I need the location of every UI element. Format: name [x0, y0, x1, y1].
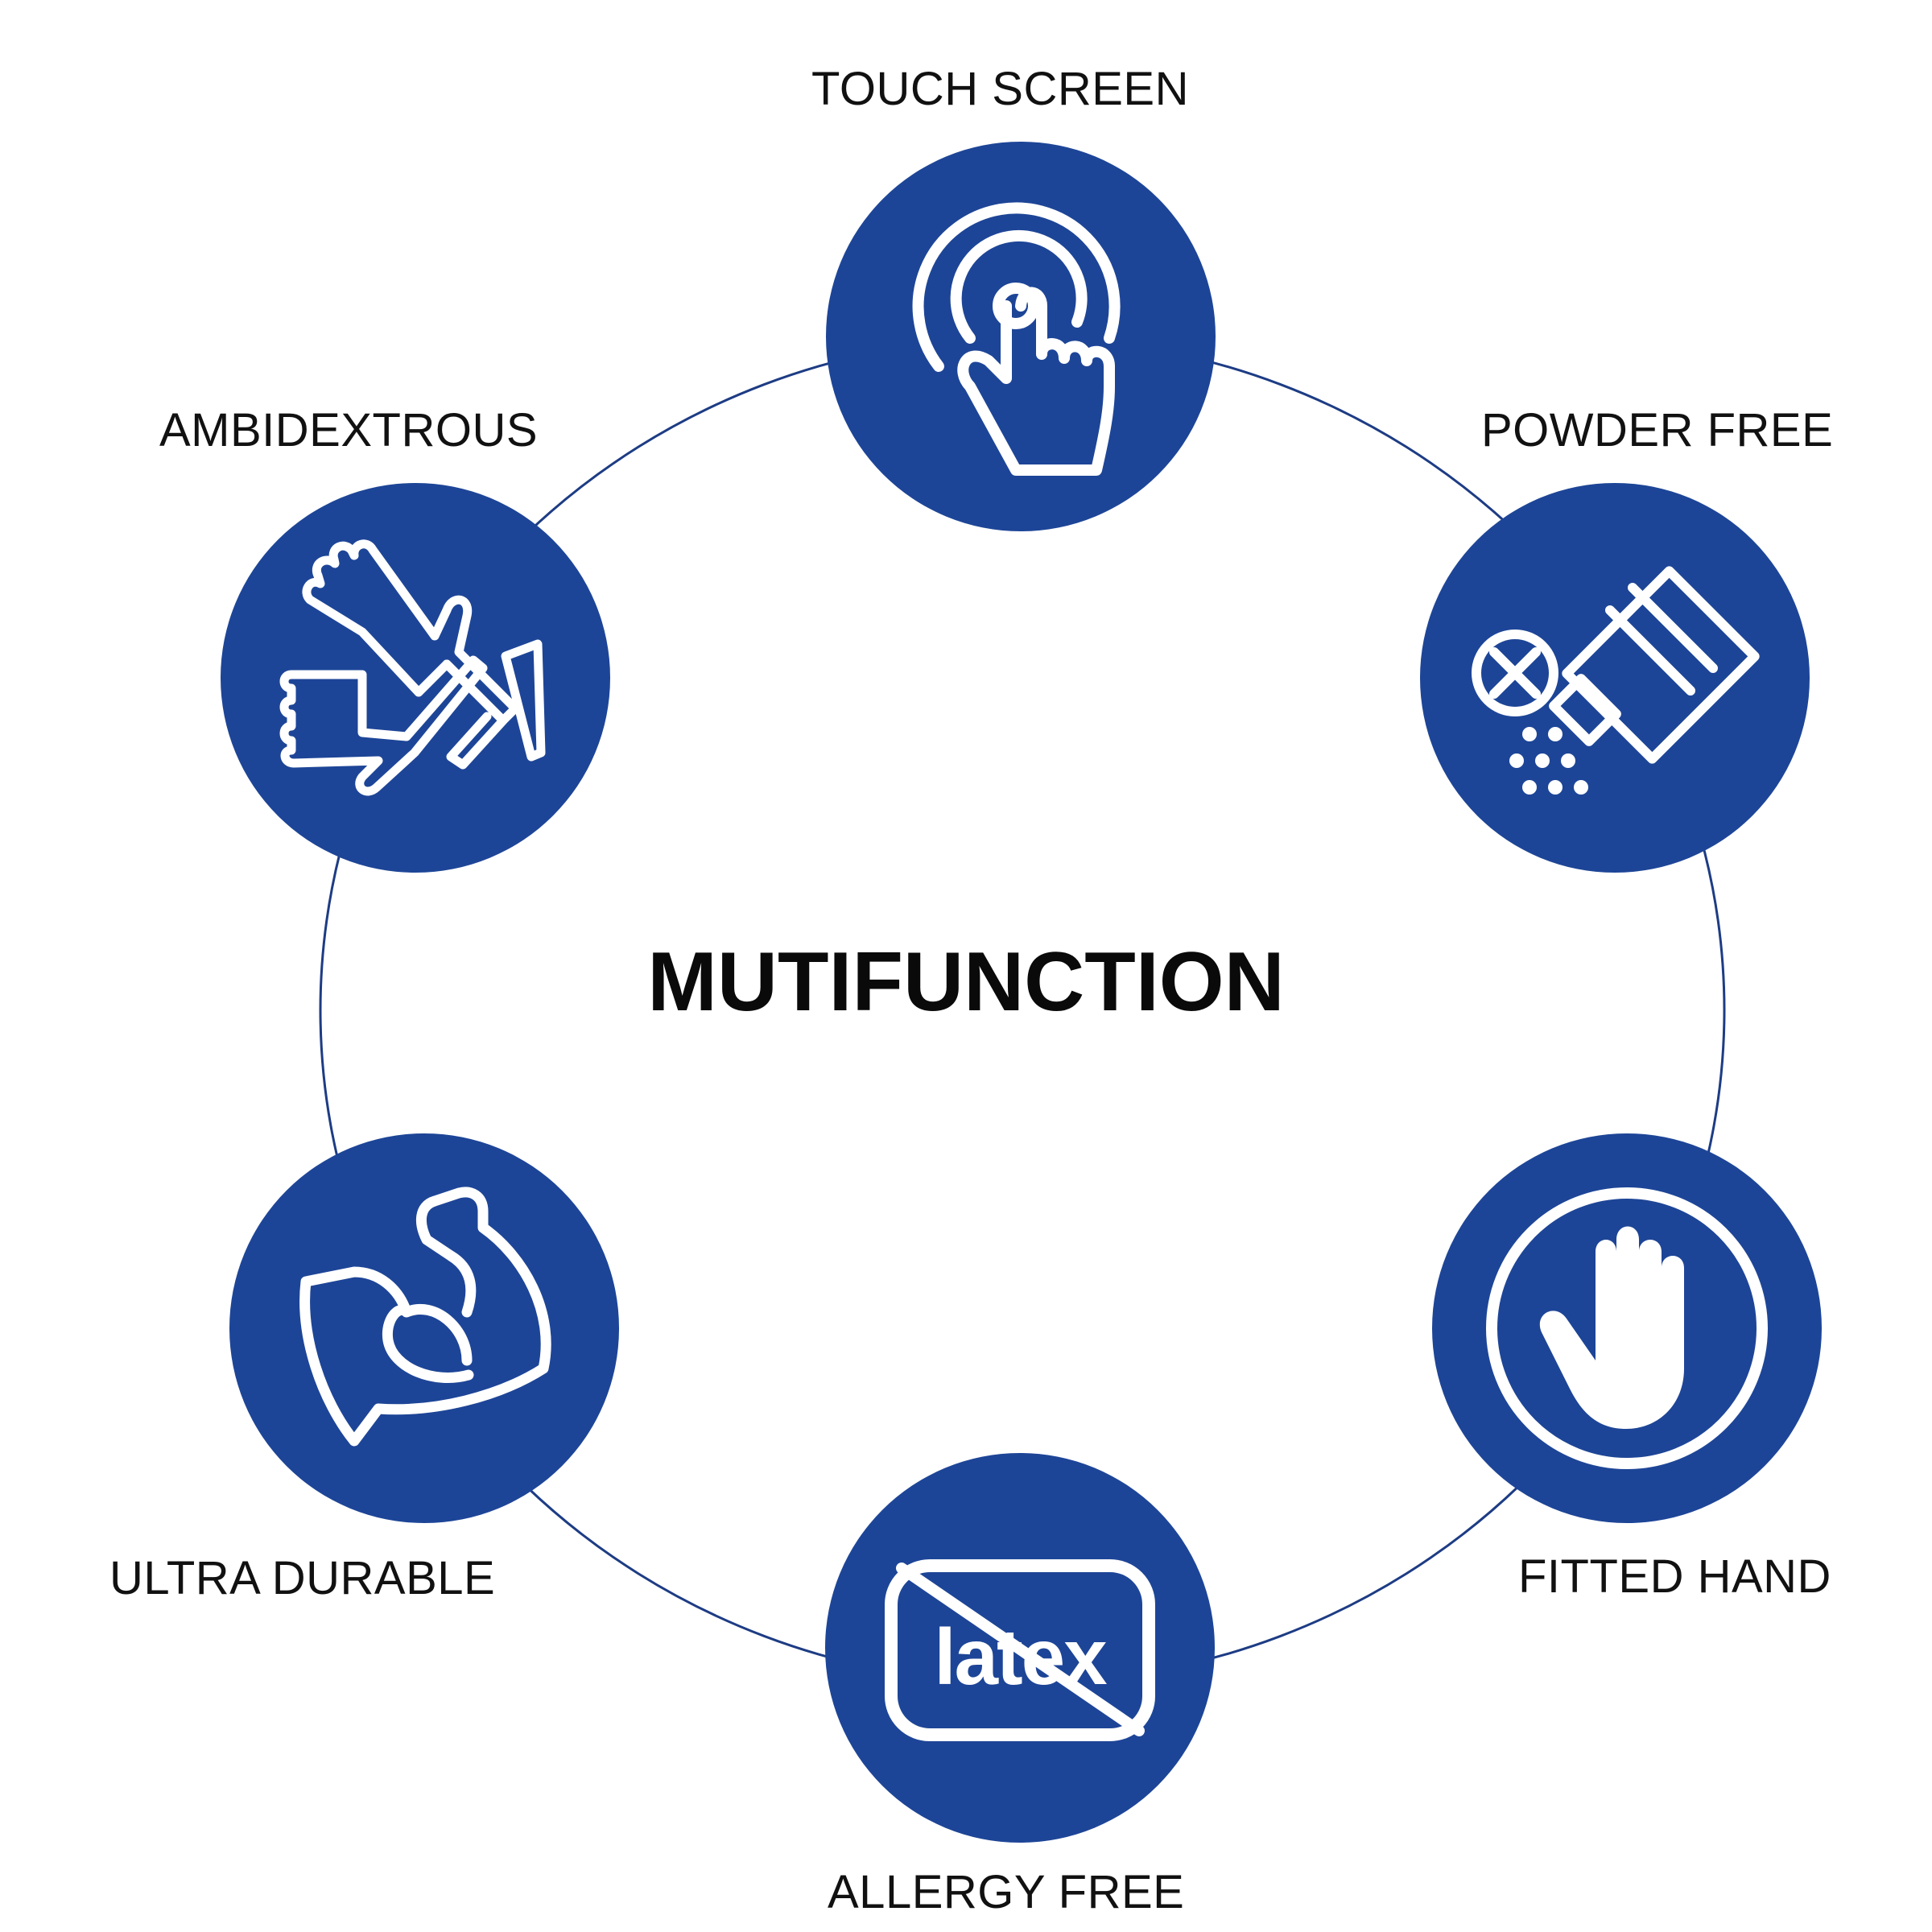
label-allergy-free: ALLERGY FREE	[828, 1866, 1185, 1918]
label-ambidextrous: AMBIDEXTROUS	[159, 404, 539, 456]
label-fitted-hand: FITTED HAND	[1518, 1550, 1831, 1603]
touch-screen-badge	[826, 142, 1216, 531]
label-powder-free: POWDER FREE	[1481, 404, 1834, 456]
fitted-hand-icon	[1539, 1226, 1684, 1429]
ambidextrous-badge	[221, 483, 610, 873]
fitted-hand-badge	[1432, 1133, 1822, 1523]
muscle-arm-icon	[299, 1187, 551, 1447]
touch-screen-icon	[912, 202, 1121, 476]
center-title: MUTIFUNCTION	[647, 935, 1285, 1029]
allergy-free-badge: latex	[825, 1453, 1215, 1843]
label-touch-screen: TOUCH SCREEN	[811, 63, 1189, 115]
two-gloves-icon	[279, 539, 546, 796]
latex-icon-text: latex	[934, 1612, 1107, 1701]
powder-dots	[1509, 727, 1588, 795]
ultra-durable-badge	[229, 1133, 619, 1523]
powder-free-icon	[1472, 566, 1760, 764]
powder-free-badge	[1420, 483, 1810, 873]
latex-free-icon: latex	[885, 1559, 1155, 1741]
label-ultra-durable: ULTRA DURABLE	[109, 1552, 496, 1604]
